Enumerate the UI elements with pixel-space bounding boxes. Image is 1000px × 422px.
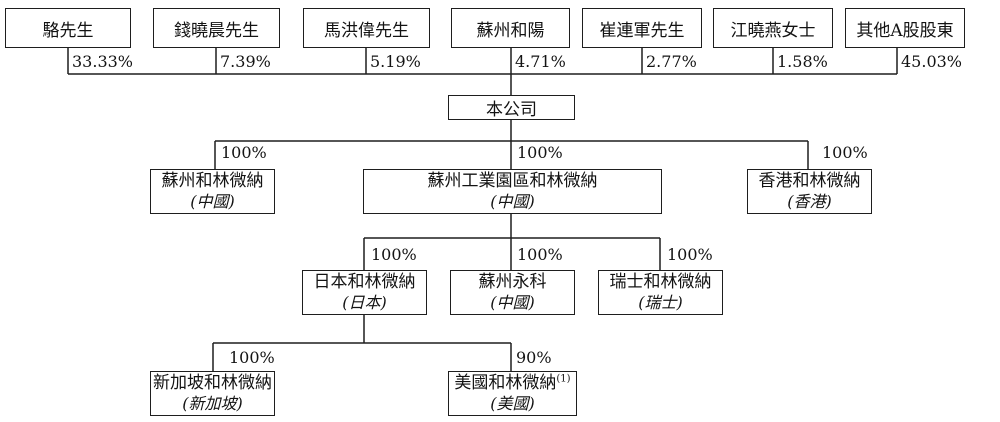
node-label: 日本和林微納 [313, 272, 416, 292]
node-label: 錢曉晨先生 [174, 20, 259, 41]
node-jurisdiction: (日本) [342, 293, 387, 312]
node-label: 馬洪偉先生 [324, 20, 409, 41]
node-label: 蘇州和林微納 [161, 171, 264, 191]
node-jurisdiction: (中國) [190, 192, 235, 211]
ownership-label: 33.33% [72, 52, 134, 71]
node-sip-helin: 蘇州工業園區和林微納 (中國) [363, 169, 662, 214]
ownership-label: 4.71% [515, 52, 566, 71]
footnote-marker: (1) [556, 373, 571, 385]
ownership-label: 5.19% [370, 52, 421, 71]
ownership-label: 100% [517, 245, 563, 264]
ownership-label: 1.58% [777, 52, 828, 71]
node-label: 江曉燕女士 [730, 20, 816, 41]
node-label: 蘇州和陽 [476, 20, 545, 41]
node-label-text: 美國和林微納 [454, 373, 557, 393]
node-label: 瑞士和林微納 [609, 272, 712, 292]
ownership-label: 100% [822, 143, 868, 162]
node-shareholder-luo: 駱先生 [5, 8, 131, 48]
node-label: 駱先生 [42, 20, 94, 41]
node-suzhou-yongke: 蘇州永科 (中國) [450, 270, 575, 315]
node-label: 新加坡和林微納 [153, 373, 272, 393]
node-jurisdiction: (新加坡) [182, 394, 243, 413]
node-label: 蘇州工業園區和林微納 [427, 171, 598, 191]
node-switzerland-helin: 瑞士和林微納 (瑞士) [598, 270, 723, 315]
ownership-label: 100% [221, 143, 267, 162]
node-label: 香港和林微納 [758, 171, 861, 191]
node-jurisdiction: (中國) [490, 192, 535, 211]
node-label: 蘇州永科 [478, 272, 547, 292]
node-label: 崔連軍先生 [599, 20, 685, 41]
node-shareholder-ma: 馬洪偉先生 [303, 8, 430, 48]
node-jurisdiction: (美國) [490, 394, 535, 413]
node-singapore-helin: 新加坡和林微納 (新加坡) [150, 371, 275, 416]
node-jurisdiction: (香港) [787, 192, 832, 211]
node-other-a-shareholders: 其他A股股東 [845, 8, 965, 48]
node-japan-helin: 日本和林微納 (日本) [302, 270, 427, 315]
node-shareholder-suzhou-heyang: 蘇州和陽 [451, 8, 570, 48]
node-company: 本公司 [448, 95, 575, 120]
node-us-helin: 美國和林微納(1) (美國) [448, 371, 577, 416]
ownership-label: 2.77% [646, 52, 697, 71]
ownership-label: 100% [667, 245, 713, 264]
ownership-label: 100% [229, 348, 275, 367]
node-hongkong-helin: 香港和林微納 (香港) [747, 169, 872, 214]
node-label: 本公司 [486, 100, 537, 120]
node-label: 美國和林微納(1) [454, 373, 570, 394]
node-jurisdiction: (中國) [490, 293, 535, 312]
ownership-label: 100% [517, 143, 563, 162]
node-label: 其他A股股東 [856, 20, 954, 41]
node-suzhou-helin: 蘇州和林微納 (中國) [150, 169, 275, 214]
node-shareholder-jiang: 江曉燕女士 [713, 8, 833, 48]
ownership-label: 90% [516, 348, 552, 367]
ownership-label: 45.03% [901, 52, 963, 71]
ownership-label: 100% [371, 245, 417, 264]
node-jurisdiction: (瑞士) [638, 293, 683, 312]
node-shareholder-qian: 錢曉晨先生 [153, 8, 280, 48]
ownership-label: 7.39% [220, 52, 271, 71]
node-shareholder-cui: 崔連軍先生 [582, 8, 702, 48]
